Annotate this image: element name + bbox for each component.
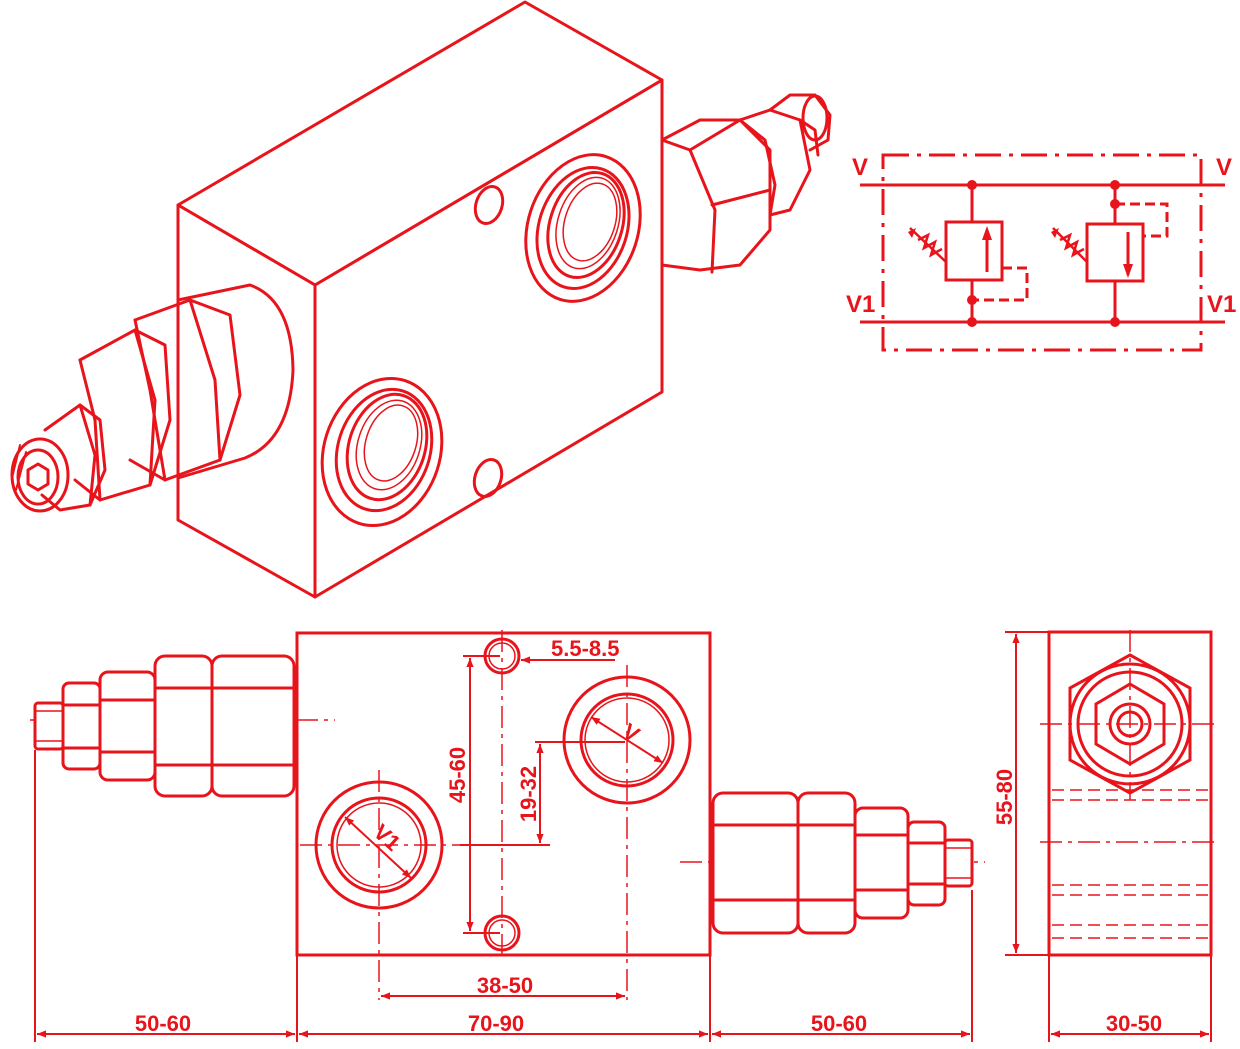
schematic-port-v1-left: V1 (846, 291, 875, 318)
dim-side-height: 55-80 (992, 769, 1017, 825)
front-view-body (295, 631, 712, 957)
dim-side-width: 30-50 (1106, 1011, 1162, 1036)
relief-valve-right (1051, 180, 1169, 327)
schematic-enclosure (881, 153, 1203, 352)
dim-body-length: 70-90 (468, 1011, 524, 1036)
dim-right-length: 50-60 (811, 1011, 867, 1036)
front-cartridge-left (33, 654, 296, 798)
relief-valve-left (908, 180, 1029, 327)
dim-port-spacing: 38-50 (477, 973, 533, 998)
schematic-port-v-right: V (1216, 154, 1232, 181)
iso-port-lower (320, 376, 444, 528)
dim-hole-spacing: 45-60 (445, 747, 470, 803)
iso-mount-hole-upper (473, 184, 505, 226)
front-cartridge-right (711, 791, 974, 935)
side-centerlines (1040, 630, 1220, 843)
isometric-view (10, 0, 832, 599)
front-view (30, 630, 985, 1042)
iso-cartridge-left (10, 283, 295, 513)
front-dimensions (34, 655, 973, 1042)
schematic-port-v1-right: V1 (1207, 291, 1236, 318)
dim-port-offset: 19-32 (516, 766, 541, 822)
iso-cartridge-right (660, 93, 832, 274)
iso-mount-hole-lower (472, 457, 504, 499)
dim-hole-dia: 5.5-8.5 (551, 636, 620, 661)
side-dimensions (1005, 631, 1212, 1042)
hydraulic-schematic (860, 153, 1225, 352)
dim-left-length: 50-60 (135, 1011, 191, 1036)
iso-port-upper (524, 153, 642, 303)
side-view (1005, 630, 1220, 1042)
block-left-face (176, 203, 317, 599)
side-hidden-bores (1052, 789, 1208, 939)
schematic-port-v-left: V (852, 154, 868, 181)
